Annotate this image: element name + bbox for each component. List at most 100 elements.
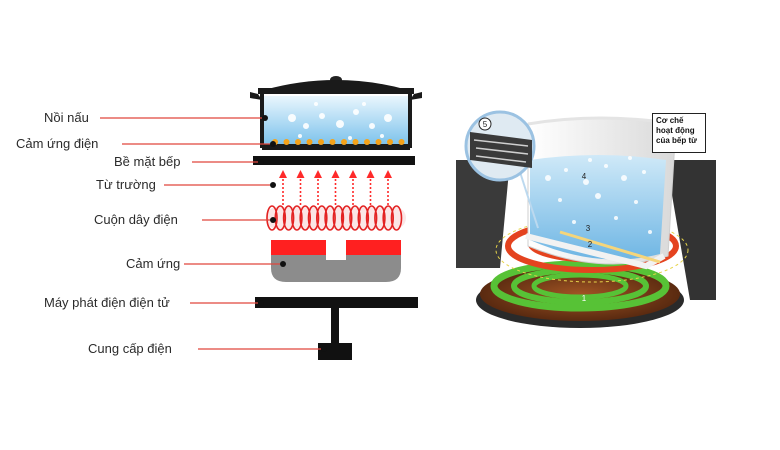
coil-loop [299,205,312,231]
heat-dot [387,139,393,145]
marker-2: 2 [588,240,593,249]
bubble [572,220,576,224]
arrow-head [366,170,375,178]
generator-bar [255,297,418,308]
marker-3: 3 [586,224,591,233]
heat-dot [375,139,382,145]
label-inductor: Cảm ứng [126,256,181,271]
coil-loop [291,205,303,231]
coil-loop [332,205,345,231]
svg-text:4: 4 [582,172,587,181]
marker-1: 1 [582,294,587,303]
coil-loop [307,205,320,231]
bubble [595,193,601,199]
leader-dot [280,261,286,267]
marker-5: 5 [478,117,492,131]
left-diagram [100,76,422,360]
bubble [380,134,384,138]
leader-dot [270,182,276,188]
heat-dot [329,139,336,145]
arrow-head [349,170,357,178]
arrow-head [384,170,392,178]
bubble [558,198,562,202]
bubble [588,158,592,162]
bubble [564,168,568,172]
label-cooktop: Bề mặt bếp [114,154,181,169]
water-bubbles [288,102,392,140]
bubble [634,200,638,204]
label-magnetic-field: Từ trường [96,177,156,192]
bubble [336,120,344,128]
coil-loop [374,205,386,231]
leader-dot [258,300,264,306]
label-generator: Máy phát điện điện tử [44,295,170,310]
heat-dot [283,139,290,145]
heat-dot [398,139,405,145]
bubble [384,114,392,122]
number-markers: 1 2 3 4 5 [478,117,593,303]
inductor-block [271,240,401,282]
label-power-supply: Cung cấp điện [88,341,172,356]
heating-disc [476,260,684,328]
heat-dots [272,139,405,145]
arrow-head [314,170,322,178]
heat-dot [352,139,359,145]
svg-text:5: 5 [483,120,488,129]
coil-loop [365,205,378,231]
arrow-head [296,170,305,178]
arrow-head [331,170,340,178]
bubble [614,216,618,220]
label-pot: Nồi nấu [44,110,89,125]
bubble [648,230,652,234]
coil-loop [382,205,395,231]
leader-dot [258,159,264,165]
power-stem [331,308,339,344]
caption-box: Cơ chế hoạt động của bếp từ [652,113,706,153]
coil-loop [315,205,328,231]
bubble [353,109,359,115]
label-induction-heat: Cảm ứng điện [16,136,99,151]
marker-4: 4 [582,172,587,181]
svg-text:2: 2 [588,240,593,249]
heat-dot [318,139,324,145]
coil-icon [266,205,403,231]
heat-dot [295,139,301,145]
heat-dot [364,139,370,145]
leader-dot [270,141,276,147]
coil-loop [274,205,287,231]
bubble [642,170,646,174]
leader-lines [100,115,327,352]
water-bubbles-right [545,156,652,234]
bubble [303,123,309,129]
power-box [318,343,352,360]
coil-loop [357,205,370,231]
leader-dot [262,115,268,121]
label-coil: Cuộn dây điện [94,212,178,227]
svg-text:1: 1 [582,294,587,303]
bubble [604,164,608,168]
bubble [369,123,375,129]
heat-dot [306,139,313,145]
svg-text:3: 3 [586,224,591,233]
coil-loop [266,205,278,231]
coil-loop [282,205,295,231]
bubble [298,134,302,138]
bubble [348,136,352,140]
coil-loop [340,205,353,231]
bubble [621,175,627,181]
bubble [628,156,632,160]
right-diagram: 1 2 3 4 5 [456,110,716,328]
coil-loop [324,205,336,231]
bubble [319,113,325,119]
bubble [362,102,366,106]
pot-cross-section-icon [525,116,677,270]
coil-loop [390,205,403,231]
cooktop-surface [253,156,415,165]
leader-dot [270,217,276,223]
coil-loop [349,205,361,231]
bubble [314,102,318,106]
heat-dot [341,139,347,145]
pot-icon [250,76,422,150]
magnetic-field-arrows [279,170,392,205]
